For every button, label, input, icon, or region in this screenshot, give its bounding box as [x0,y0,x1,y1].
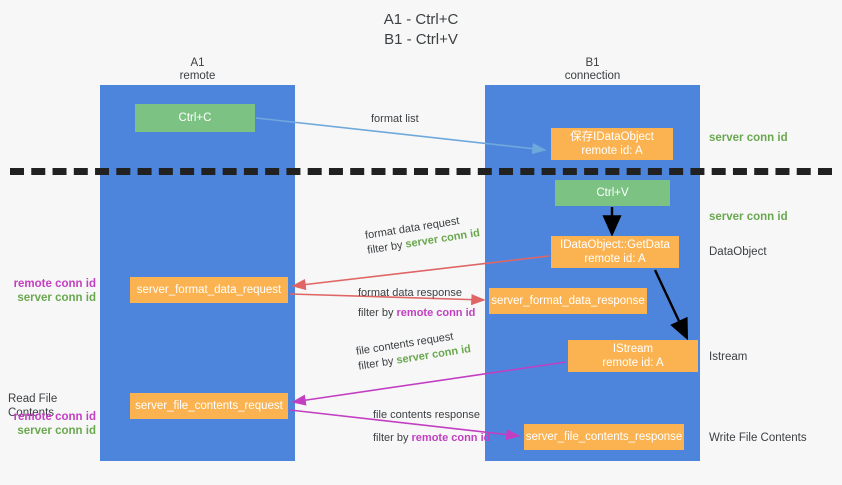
box-getdata[interactable]: IDataObject::GetData remote id: A [551,236,679,268]
annotation-dataobject: DataObject [709,246,767,258]
annotation-istream: Istream [709,351,748,363]
box-istream-subtitle: remote id: A [602,357,664,369]
lane-header-a1-subtitle: remote [179,70,216,82]
edge-label-format-data-response-text: format data response [358,287,462,299]
annotation-write-file-contents: Write File Contents [709,432,807,444]
edge-label-format-data-response: format data response filter by remote co… [358,286,475,321]
edge-label-format-data-request: format data request filter by server con… [364,211,481,258]
box-getdata-subtitle: remote id: A [584,253,646,265]
box-idataobject-title: 保存IDataObject [570,131,654,143]
annotation-conn-ids-file: remote conn id server conn id [10,410,96,438]
annotation-server-conn-id: server conn id [17,425,96,437]
box-server-format-data-response[interactable]: server_format_data_response [489,288,647,314]
annotation-server-conn-id-top: server conn id [709,132,788,144]
phase-divider [10,168,832,175]
filter-value-remote-conn-id: remote conn id [411,432,491,444]
edge-label-file-contents-request: file contents request filter by server c… [355,327,472,374]
box-ctrl-v[interactable]: Ctrl+V [555,180,670,206]
box-idataobject[interactable]: 保存IDataObject remote id: A [551,128,673,160]
edge-label-file-contents-response-filter: filter by remote conn id [373,431,490,446]
title-line-2: B1 - Ctrl+V [384,31,458,48]
annotation-remote-conn-id: remote conn id [13,278,96,290]
edge-label-file-contents-response-text: file contents response [373,409,481,421]
filter-prefix: filter by [358,307,397,319]
box-server-format-data-response-label: server_format_data_response [491,295,645,307]
box-istream-title: IStream [612,343,654,355]
box-server-format-data-request-label: server_format_data_request [136,284,282,296]
annotation-conn-ids-format: remote conn id server conn id [10,277,96,305]
title-line-1: A1 - Ctrl+C [383,11,459,28]
page-title: A1 - Ctrl+C B1 - Ctrl+V [0,10,842,50]
box-server-file-contents-response-label: server_file_contents_response [525,431,683,443]
box-server-file-contents-request[interactable]: server_file_contents_request [130,393,288,419]
box-getdata-title: IDataObject::GetData [560,239,670,251]
edge-label-file-contents-response: file contents response filter by remote … [373,408,490,446]
box-idataobject-subtitle: remote id: A [581,145,643,157]
annotation-server-conn-id-mid: server conn id [709,211,788,223]
box-server-file-contents-request-label: server_file_contents_request [135,400,283,412]
annotation-server-conn-id: server conn id [17,292,96,304]
box-ctrl-c[interactable]: Ctrl+C [135,104,255,132]
lane-header-a1-name: A1 [190,57,205,69]
edge-label-format-list-text: format list [371,113,419,125]
box-server-format-data-request[interactable]: server_format_data_request [130,277,288,303]
lane-header-b1-subtitle: connection [564,70,621,82]
box-server-file-contents-response[interactable]: server_file_contents_response [524,424,684,450]
annotation-remote-conn-id: remote conn id [13,411,96,423]
lane-header-b1-name: B1 [585,57,600,69]
filter-prefix: filter by [373,432,412,444]
lane-header-a1: A1 remote [100,57,295,83]
edge-label-format-list: format list [371,112,419,127]
box-ctrl-v-label: Ctrl+V [596,187,629,199]
annotation-read-file-contents: Read File Contents [8,393,58,419]
box-ctrl-c-label: Ctrl+C [178,112,212,124]
edge-label-format-data-response-filter: filter by remote conn id [358,306,475,321]
lane-header-b1: B1 connection [485,57,700,83]
box-istream[interactable]: IStream remote id: A [568,340,698,372]
filter-value-remote-conn-id: remote conn id [396,307,476,319]
